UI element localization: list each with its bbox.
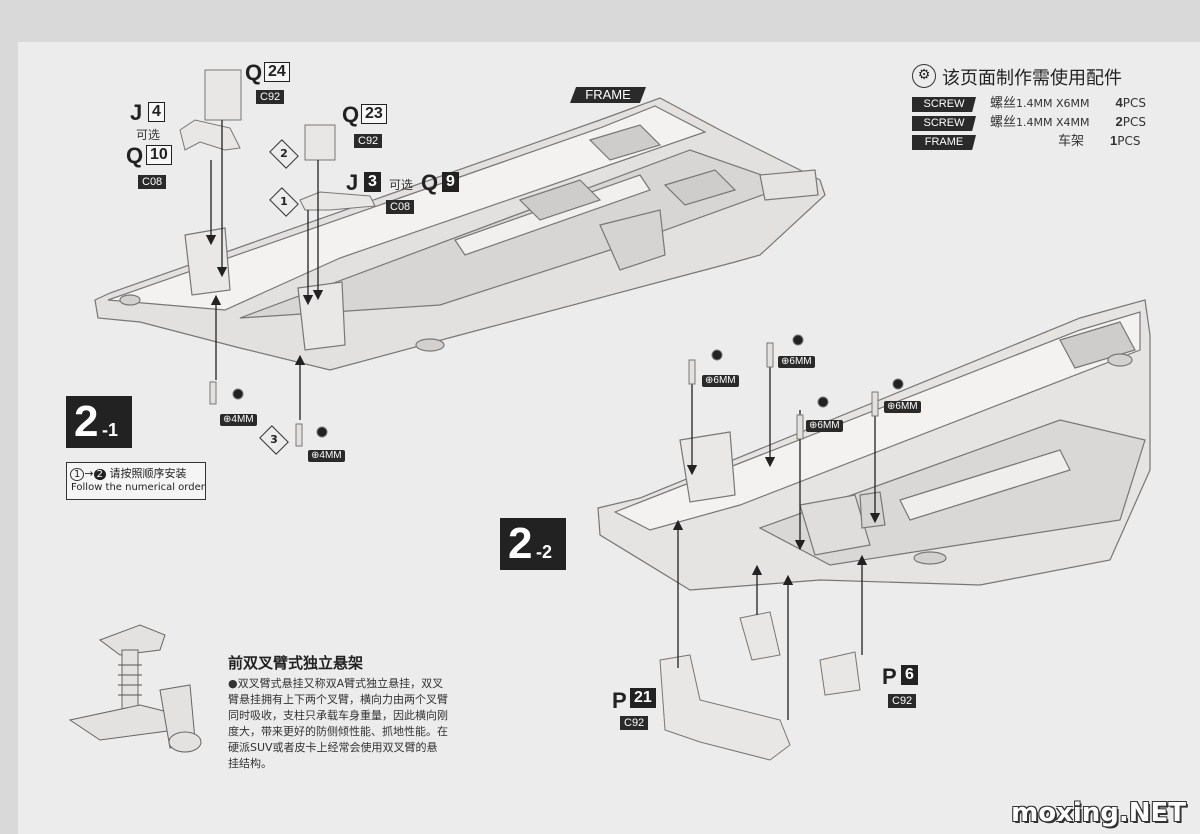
screw-size-tag: ⊕6MM <box>778 356 815 368</box>
callout-number: 21 <box>630 688 656 708</box>
gear-icon: ⚙ <box>912 64 936 88</box>
screw-4mm-a <box>209 381 217 405</box>
callout-number: 24 <box>264 62 290 82</box>
part-q23-bracket <box>304 124 336 161</box>
callout-letter: Q <box>342 102 360 127</box>
callout-letter: Q <box>421 170 439 195</box>
callout-letter: Q <box>245 60 263 85</box>
step-badge: 2 -1 <box>66 396 132 448</box>
callout-letter: Q <box>126 143 144 168</box>
optional-label: 可选 <box>136 128 161 142</box>
callout-code: C92 <box>620 716 649 730</box>
watermark: moxing.NET <box>1011 798 1186 828</box>
callout-number: 3 <box>364 172 381 192</box>
screwdriver-icon <box>316 426 328 438</box>
frame-tag: FRAME <box>570 87 646 103</box>
optional-label: 可选 <box>389 178 414 192</box>
part-j4-shackle <box>179 119 241 151</box>
order-note: 1→2 请按照顺序安装 Follow the numerical order <box>66 462 206 500</box>
step-badge: 2 -2 <box>500 518 566 570</box>
callout-number: 23 <box>361 104 387 124</box>
frame-bottom <box>597 299 1151 591</box>
callout-number: 9 <box>442 172 459 192</box>
part-p6-left <box>739 611 781 661</box>
callout-number: 6 <box>901 665 918 685</box>
callout-number: 4 <box>148 102 165 122</box>
part-p6-right <box>819 651 861 696</box>
screw-size-tag: ⊕6MM <box>702 375 739 387</box>
callout-code: C08 <box>138 175 167 189</box>
part-j3-arm <box>299 191 376 211</box>
callout-letter: P <box>612 688 627 713</box>
callout-code: C92 <box>354 134 383 148</box>
callout-code: C92 <box>888 694 917 708</box>
callout-number: 10 <box>146 145 172 165</box>
callout-letter: J <box>346 170 359 195</box>
screw-size-tag: ⊕6MM <box>884 401 921 413</box>
screw-size-tag: ⊕4MM <box>308 450 345 462</box>
callout-code: C08 <box>386 200 415 214</box>
callout-code: C92 <box>256 90 285 104</box>
parts-list-title: 该页面制作需使用配件 <box>942 68 1122 89</box>
info-title: 前双叉臂式独立悬架 <box>228 654 364 672</box>
screw-size-tag: ⊕4MM <box>220 414 257 426</box>
suspension-illustration <box>68 624 202 753</box>
info-body: ●双叉臂式悬挂又称双A臂式独立悬挂，双叉臂悬挂拥有上下两个叉臂，横向力由两个叉臂… <box>228 677 448 770</box>
screw-size-tag: ⊕6MM <box>806 420 843 432</box>
callout-letter: P <box>882 664 897 689</box>
part-q24-bracket <box>204 69 242 121</box>
part-p21 <box>659 654 791 761</box>
screw-4mm-b <box>295 423 303 447</box>
callout-letter: J <box>130 100 143 125</box>
screwdriver-icon <box>232 388 244 400</box>
